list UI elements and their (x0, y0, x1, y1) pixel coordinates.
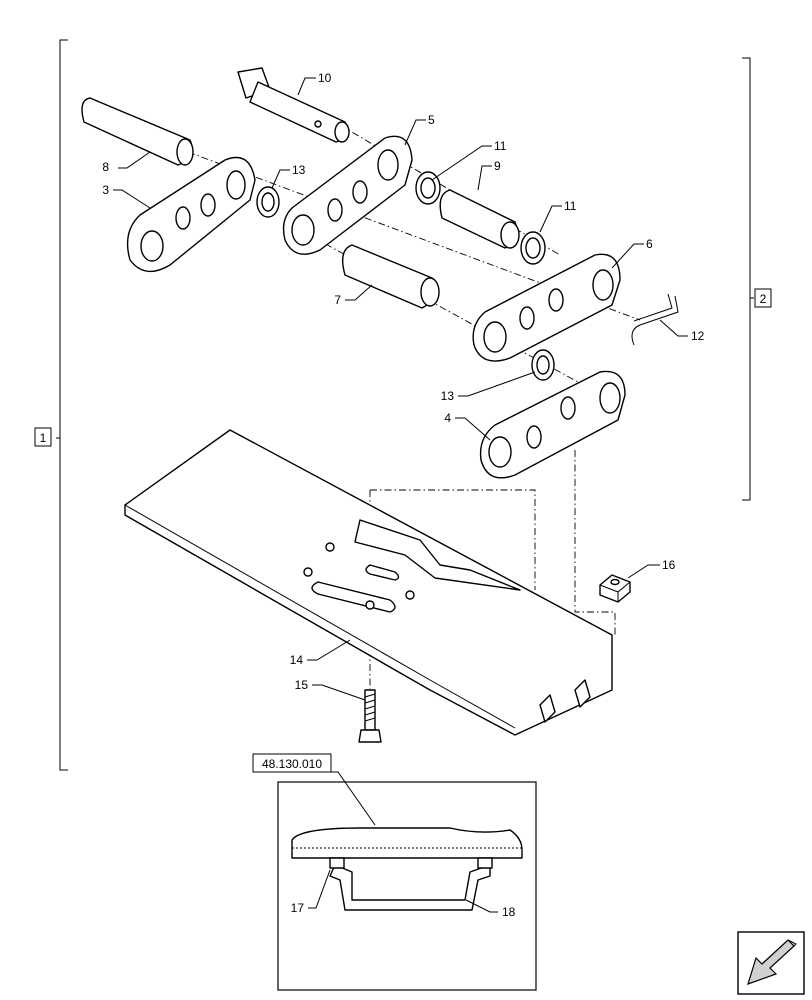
link-part-5[interactable] (282, 135, 413, 255)
callout-18[interactable]: 18 (502, 905, 516, 919)
bushing-part-9[interactable] (439, 189, 520, 249)
pin-part-10[interactable] (237, 67, 350, 143)
reference-code: 48.130.010 (262, 757, 322, 771)
reference-box[interactable]: 48.130.010 (252, 753, 332, 773)
group-box-1[interactable]: 1 (34, 427, 52, 447)
bushing-part-8[interactable] (81, 97, 194, 166)
nut-part-17[interactable] (329, 857, 493, 869)
bushing-part-7[interactable] (342, 244, 440, 309)
nut-part-16[interactable] (599, 574, 631, 603)
group-label-2: 2 (760, 292, 767, 306)
callout-10[interactable]: 10 (318, 71, 332, 85)
link-part-4[interactable] (479, 370, 626, 479)
arrow-icon[interactable] (737, 931, 805, 995)
callout-11-lower[interactable]: 11 (564, 199, 577, 213)
callout-4[interactable]: 4 (444, 411, 451, 425)
callout-13-lower[interactable]: 13 (441, 389, 455, 403)
callout-7[interactable]: 7 (334, 293, 341, 307)
callout-8[interactable]: 8 (102, 160, 109, 174)
group-box-2[interactable]: 2 (754, 288, 772, 308)
cotter-pin-part-12[interactable] (631, 293, 679, 346)
seal-part-11-lower[interactable] (520, 231, 546, 265)
callout-13-top[interactable]: 13 (292, 163, 306, 177)
washer-part-13-top[interactable] (256, 186, 280, 218)
callout-17[interactable]: 17 (291, 901, 305, 915)
inset-frame (277, 781, 537, 991)
callout-14[interactable]: 14 (290, 653, 304, 667)
bolt-part-15[interactable] (358, 689, 382, 743)
washer-part-13-lower[interactable] (531, 349, 555, 381)
link-part-3[interactable] (126, 156, 256, 273)
callouts: 8 3 10 5 13 11 9 11 7 6 12 13 4 16 14 15… (102, 71, 704, 919)
leader-lines (113, 77, 688, 913)
rubber-pad-part[interactable] (291, 827, 523, 859)
track-shoe-part-14[interactable] (124, 429, 613, 736)
callout-6[interactable]: 6 (646, 237, 653, 251)
mounting-bracket-part-18[interactable] (329, 864, 491, 911)
callout-5[interactable]: 5 (428, 113, 435, 127)
bracket-group-2 (742, 57, 754, 501)
callout-12[interactable]: 12 (691, 329, 705, 343)
callout-16[interactable]: 16 (662, 558, 676, 572)
callout-11-top[interactable]: 11 (494, 139, 507, 153)
callout-9[interactable]: 9 (494, 159, 501, 173)
callout-3[interactable]: 3 (102, 183, 109, 197)
callout-15[interactable]: 15 (295, 678, 309, 692)
group-label-1: 1 (40, 431, 47, 445)
link-part-6[interactable] (472, 253, 621, 362)
seal-part-11-top[interactable] (415, 171, 441, 205)
bracket-group-1 (56, 39, 68, 771)
